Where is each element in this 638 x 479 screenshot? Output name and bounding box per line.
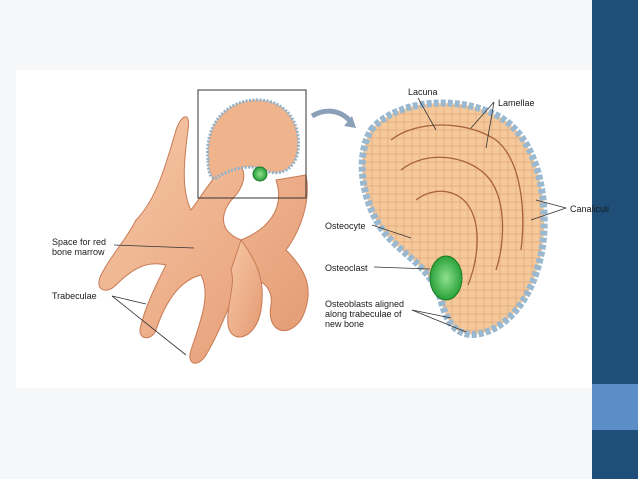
label-osteoblasts-line1: Osteoblasts aligned — [325, 299, 405, 309]
label-lacuna: Lacuna — [408, 87, 438, 97]
label-canaliculi: Canaliculi — [570, 204, 610, 214]
label-trabeculae: Trabeculae — [52, 291, 97, 301]
label-osteoblasts: Osteoblasts aligned along trabeculae of … — [325, 299, 404, 329]
inset-trabecula — [206, 98, 300, 182]
label-osteoblasts-line3: new bone — [325, 319, 365, 329]
label-osteoblasts-line2: along trabeculae of — [325, 309, 402, 319]
spongy-bone-figure: Lacuna Lamellae Canaliculi Osteocyte Ost… — [16, 70, 609, 388]
enlarged-trabecula — [358, 99, 548, 338]
label-osteocyte: Osteocyte — [325, 221, 366, 231]
trabeculae-network — [98, 116, 309, 364]
label-osteoclast: Osteoclast — [325, 263, 368, 273]
accent-bar-bottom — [592, 430, 638, 479]
spongy-bone-illustration — [98, 89, 567, 364]
leader-lines — [111, 97, 567, 356]
zoom-arrow — [310, 108, 353, 124]
label-marrow-space: Space for red bone marrow — [52, 237, 106, 257]
zoom-inset-box — [197, 89, 307, 199]
label-lamellae: Lamellae — [498, 98, 535, 108]
label-marrow-line1: Space for red — [52, 237, 107, 247]
accent-bar-middle — [592, 384, 638, 430]
accent-bar-top — [592, 0, 638, 384]
zoom-arrow-head — [344, 116, 356, 128]
label-marrow-line2: bone marrow — [52, 247, 105, 257]
